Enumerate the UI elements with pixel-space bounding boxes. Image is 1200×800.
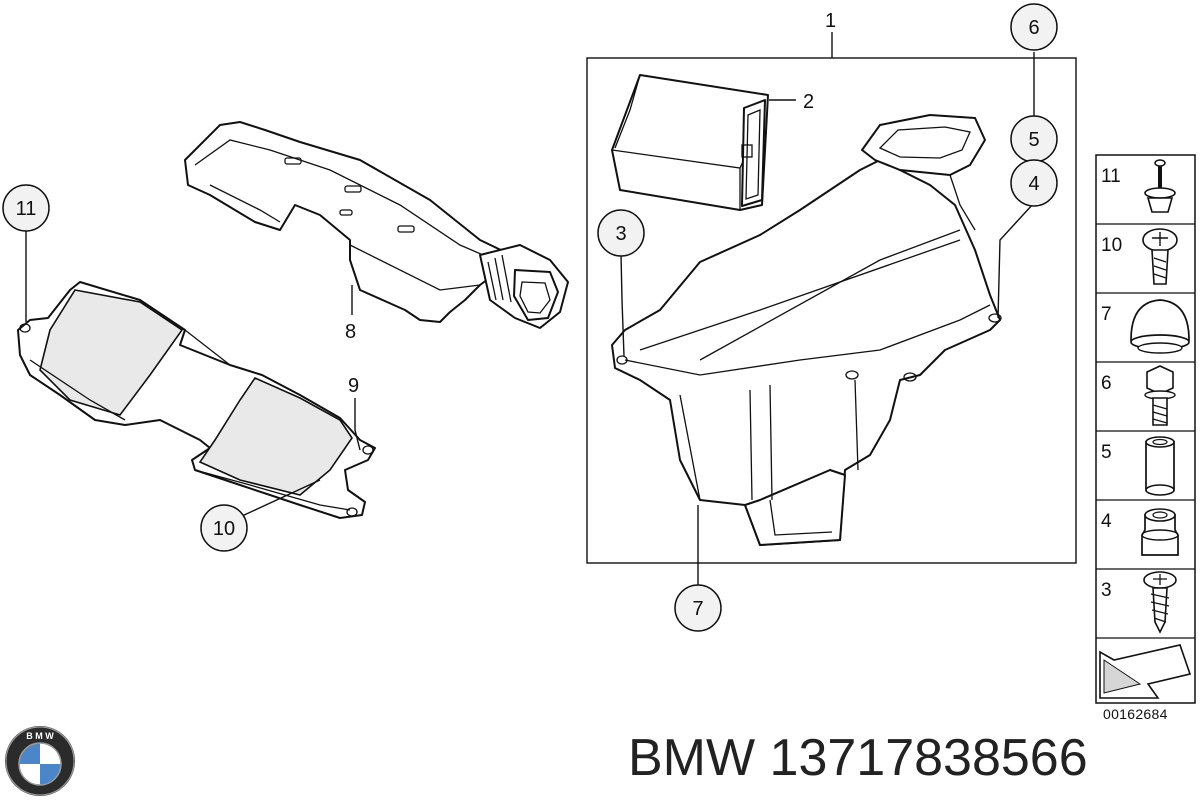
legend-label-4: 4 [1101, 511, 1112, 532]
callout-1: 1 [825, 10, 836, 32]
callout-2: 2 [803, 91, 814, 113]
screw-with-washer-icon [1144, 159, 1176, 213]
torx-screw-icon [1142, 228, 1178, 285]
callout-9: 9 [348, 375, 359, 397]
legend-label-6: 6 [1101, 373, 1112, 394]
legend-label-7: 7 [1101, 304, 1112, 325]
callout-11: 11 [16, 198, 37, 220]
callout-10: 10 [213, 518, 235, 540]
legend-label-11: 11 [1101, 166, 1121, 187]
callout-5: 5 [1028, 129, 1039, 151]
legend-label-5: 5 [1101, 442, 1112, 463]
intake-duct-part-8 [184, 121, 569, 329]
callout-8: 8 [345, 321, 356, 343]
airbox-housing-part-1 [611, 114, 1002, 546]
callouts: 1 2 8 9 6 5 4 3 7 11 10 [2, 3, 1058, 632]
intake-duct-part-9 [17, 281, 376, 519]
diagram-reference-number: 00162684 [1103, 706, 1168, 722]
bushing-icon [1145, 436, 1175, 496]
legend-label-3: 3 [1101, 580, 1112, 601]
self-tapping-screw-icon [1143, 571, 1177, 634]
hex-bolt-icon [1144, 365, 1176, 426]
callout-4: 4 [1028, 173, 1039, 195]
callout-7: 7 [692, 598, 703, 620]
rubber-mount-icon [1141, 508, 1179, 556]
callout-6: 6 [1028, 17, 1039, 39]
callout-3: 3 [615, 223, 626, 245]
svg-text:B M W: B M W [26, 731, 54, 741]
fastener-legend: 11 10 7 6 5 4 3 [1095, 154, 1196, 704]
leader-lines [25, 32, 1035, 585]
bmw-logo-icon: B M W [5, 726, 75, 796]
legend-label-10: 10 [1101, 235, 1122, 256]
filter-element-part-2 [611, 74, 769, 211]
footer-part-number: BMW 13717838566 [628, 729, 1088, 787]
direction-arrow-icon [1099, 644, 1192, 699]
rubber-cap-icon [1130, 299, 1190, 354]
